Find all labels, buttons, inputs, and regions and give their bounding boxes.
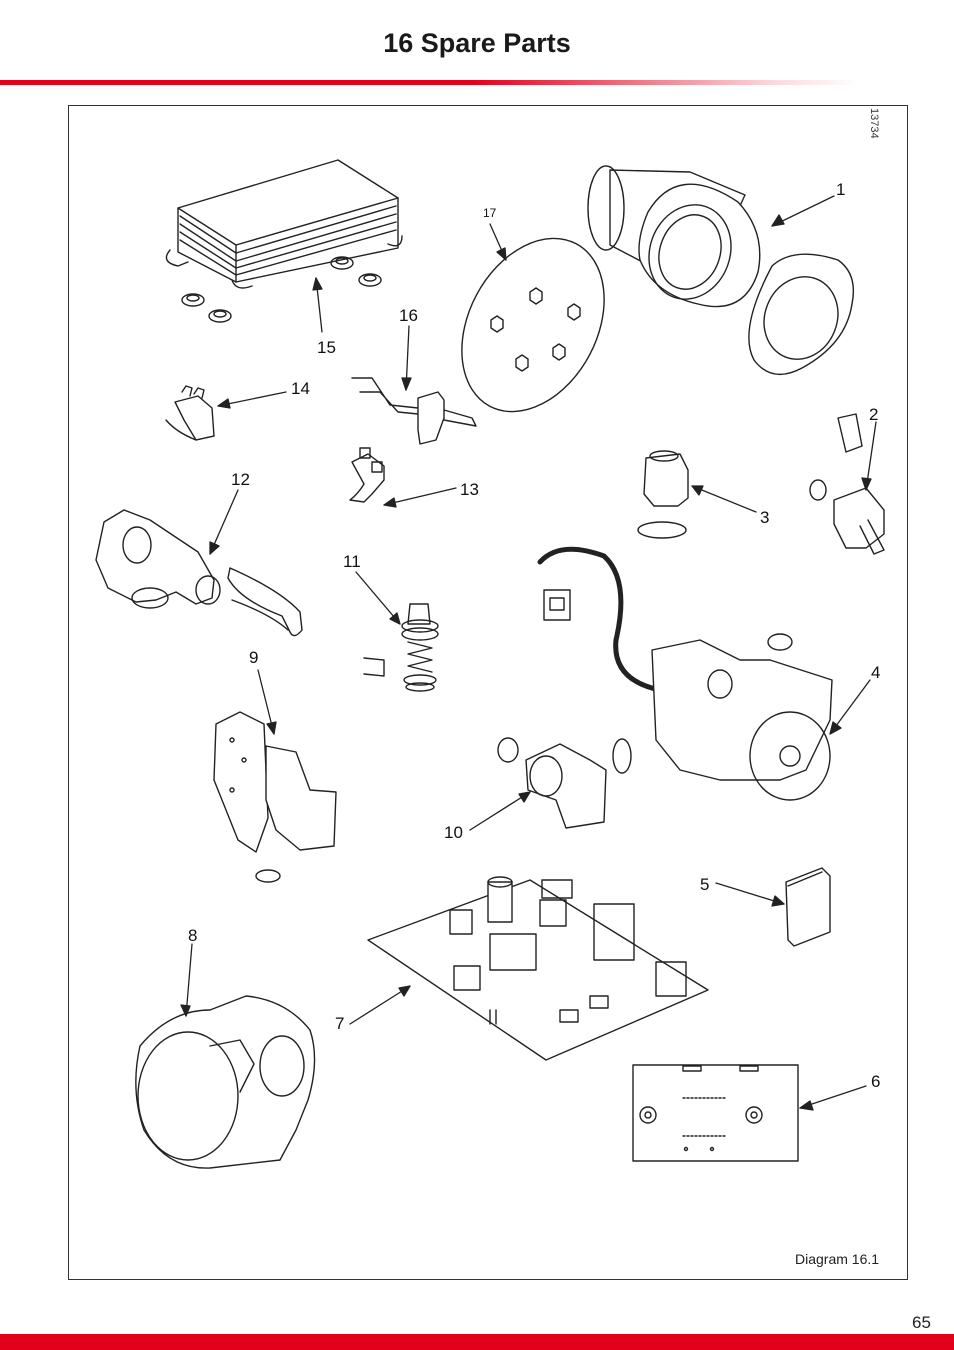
pcb-drawing bbox=[367, 876, 709, 1061]
page-title: 16 Spare Parts bbox=[383, 28, 571, 58]
heat-exchanger-drawing bbox=[165, 159, 403, 323]
callout-6: 6 bbox=[871, 1072, 881, 1091]
diverter-valve-drawing bbox=[95, 509, 303, 637]
drain-tap-drawing bbox=[809, 413, 885, 555]
hydraulic-block-drawing bbox=[497, 737, 607, 829]
gas-valve-drawing bbox=[213, 711, 337, 883]
callout-12: 12 bbox=[231, 470, 250, 489]
diagram-frame bbox=[68, 105, 908, 1280]
callout-leaders bbox=[180, 195, 877, 1111]
sensor-drawing bbox=[165, 385, 215, 441]
callout-7: 7 bbox=[335, 1014, 345, 1033]
title-divider bbox=[0, 80, 860, 85]
callout-5: 5 bbox=[700, 875, 710, 894]
callout-4: 4 bbox=[871, 663, 881, 682]
callout-9: 9 bbox=[249, 648, 259, 667]
thermistor-drawing bbox=[349, 447, 385, 503]
electrode-drawing bbox=[351, 377, 477, 445]
burner-plate-drawing bbox=[461, 237, 605, 413]
callout-2: 2 bbox=[869, 405, 879, 424]
callout-13: 13 bbox=[460, 480, 479, 499]
callout-11: 11 bbox=[343, 552, 361, 571]
callout-10: 10 bbox=[444, 823, 463, 842]
valve-insert-drawing bbox=[363, 603, 439, 692]
callout-16: 16 bbox=[399, 306, 418, 325]
callout-8: 8 bbox=[188, 926, 198, 945]
pump-drawing bbox=[537, 546, 833, 801]
burner-drawing bbox=[587, 165, 855, 376]
display-pcb-drawing bbox=[632, 1064, 799, 1162]
page-number: 65 bbox=[912, 1313, 931, 1332]
callout-17: 17 bbox=[483, 206, 497, 220]
callout-3: 3 bbox=[760, 508, 770, 527]
callout-1: 1 bbox=[836, 180, 846, 199]
air-vent-drawing bbox=[637, 450, 689, 539]
ignition-unit-drawing bbox=[785, 867, 831, 947]
diagram-reference-code: 13734 bbox=[868, 108, 880, 139]
diagram-caption: Diagram 16.1 bbox=[795, 1251, 880, 1267]
fan-drawing bbox=[135, 995, 316, 1169]
footer-bar bbox=[0, 1334, 954, 1350]
callout-14: 14 bbox=[291, 379, 310, 398]
callout-15: 15 bbox=[317, 338, 336, 357]
